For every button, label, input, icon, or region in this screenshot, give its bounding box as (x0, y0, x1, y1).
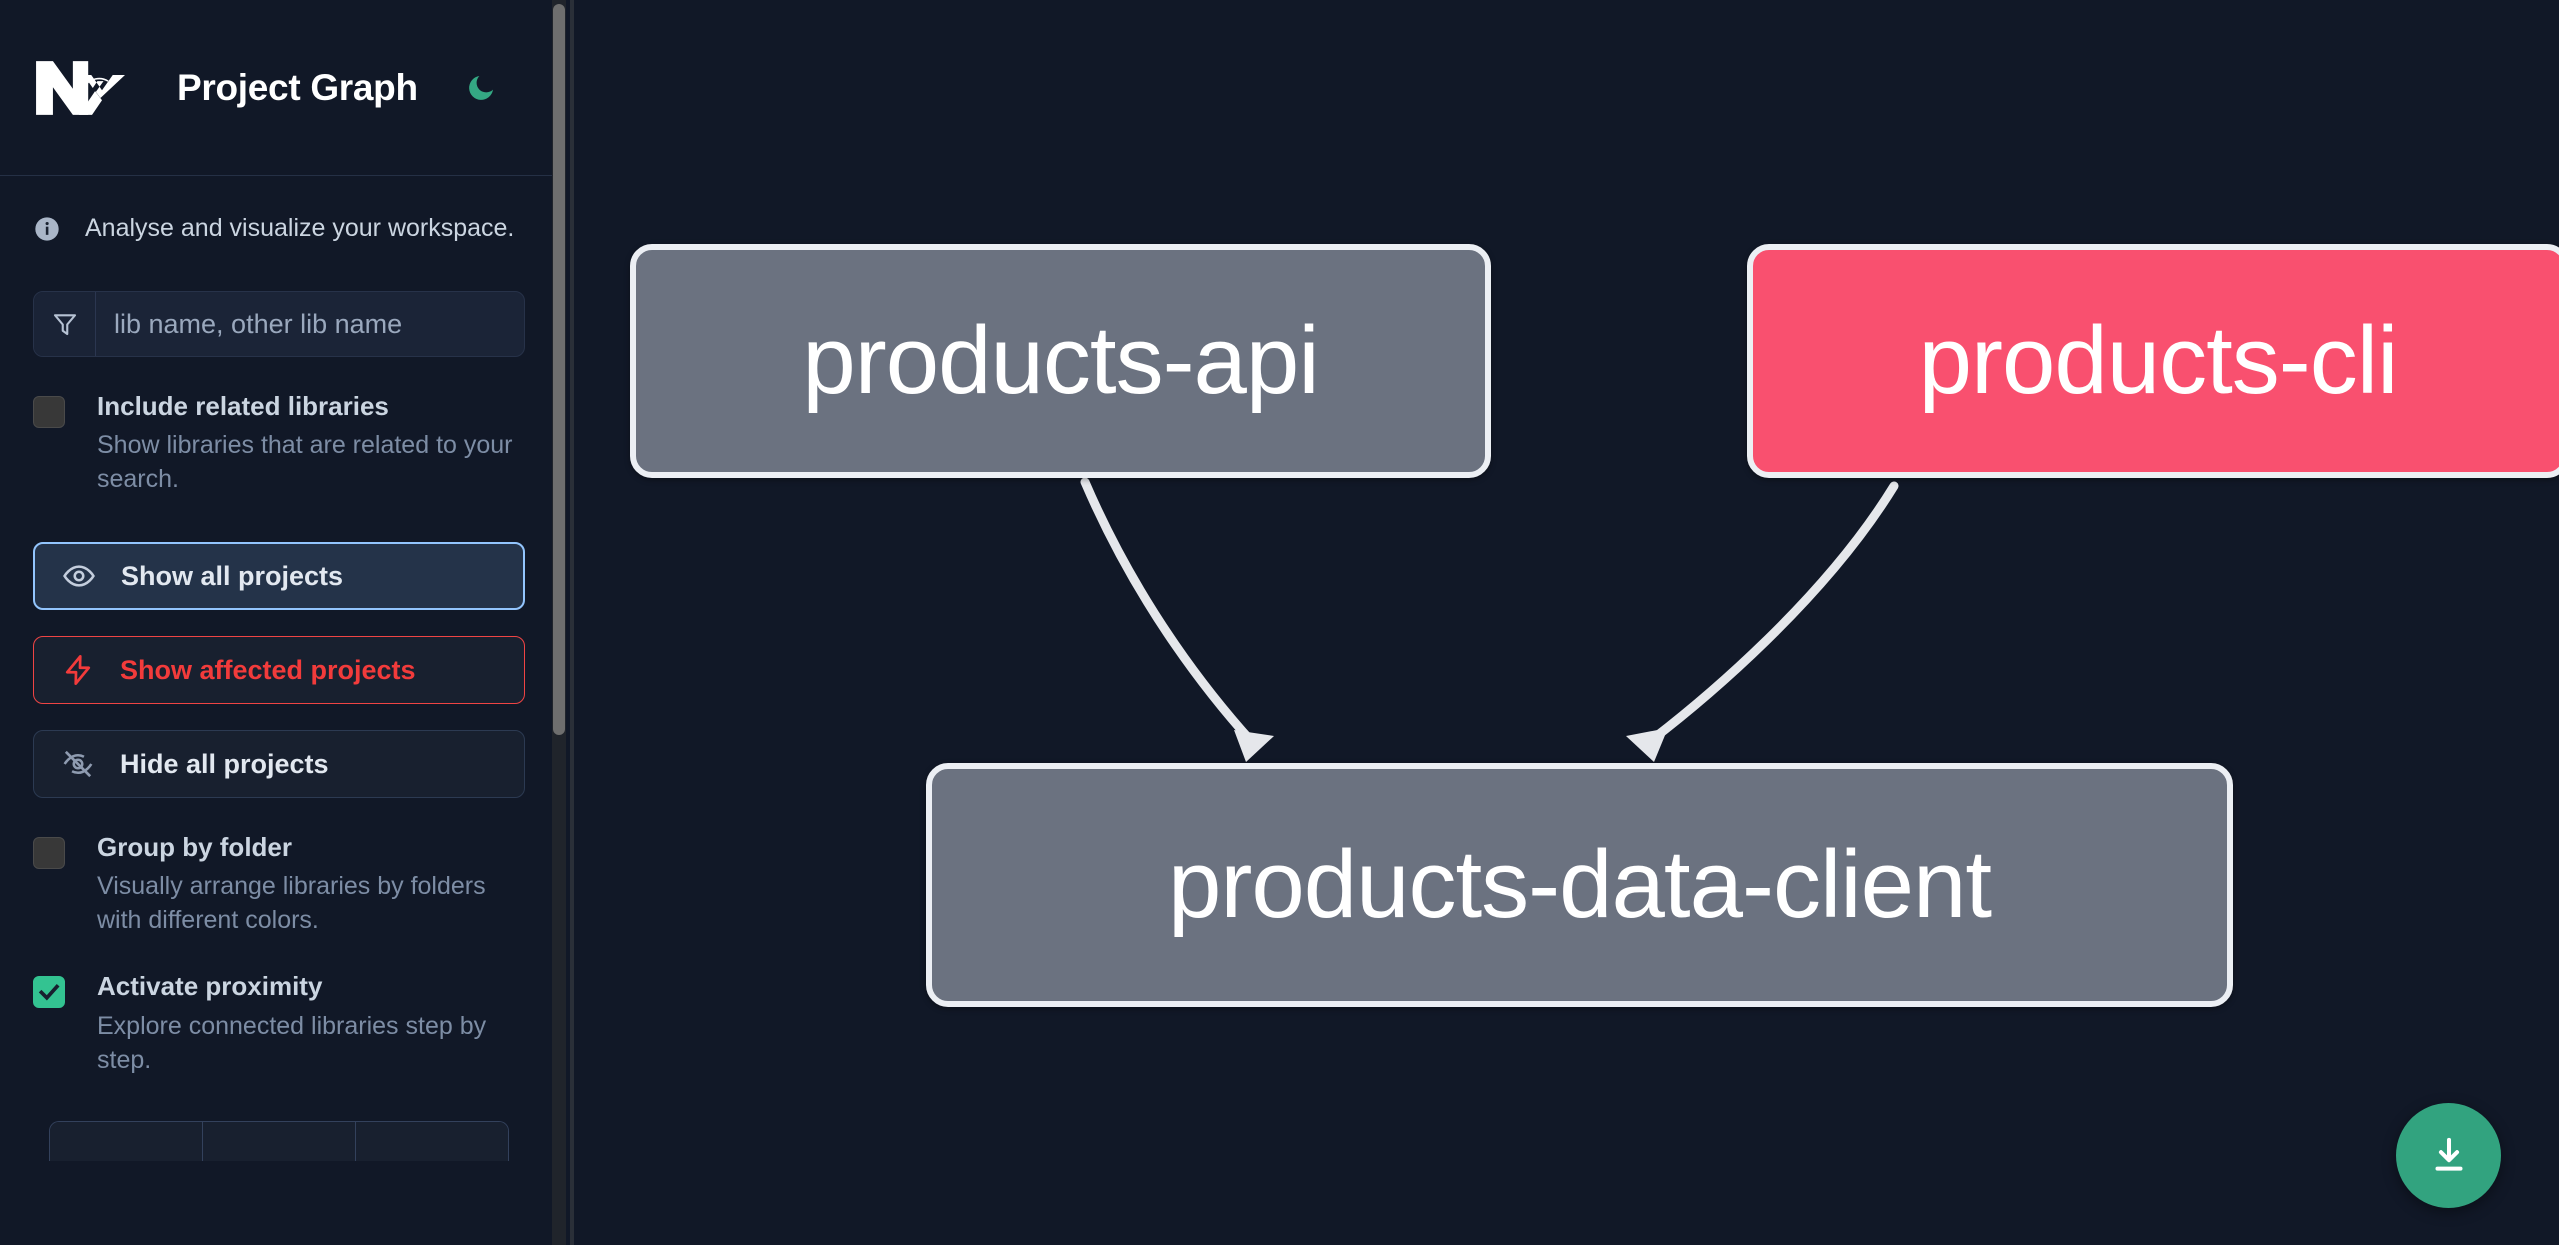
arrowhead-products-api (1234, 730, 1274, 762)
segment-2[interactable] (203, 1121, 356, 1161)
sidebar-scrollbar[interactable] (552, 0, 566, 1245)
filter-icon (34, 292, 96, 356)
search-input[interactable] (96, 292, 524, 356)
edge-products-cli-to-products-data-client (1644, 481, 1899, 747)
show-all-projects-button[interactable]: Show all projects (33, 542, 525, 611)
sidebar-divider (570, 0, 574, 1245)
option-description: Visually arrange libraries by folders wi… (97, 872, 486, 935)
download-image-button[interactable] (2396, 1103, 2501, 1208)
option-group-by-folder[interactable]: Group by folder Visually arrange librari… (33, 832, 525, 937)
option-title: Include related libraries (97, 391, 389, 421)
eye-off-icon (60, 746, 96, 782)
graph-node-label: products-cli (1918, 307, 2399, 414)
graph-canvas[interactable]: products-api products-cli products-data-… (574, 0, 2559, 1245)
option-description: Show libraries that are related to your … (97, 431, 513, 494)
graph-edges (1080, 477, 1899, 762)
graph-node-label: products-data-client (1167, 831, 1992, 938)
sidebar: Project Graph Analyse and visualize yo (0, 0, 574, 1245)
option-title: Group by folder (97, 832, 292, 863)
proximity-segmented-control (33, 1120, 525, 1161)
download-icon (2434, 1137, 2463, 1171)
activate-proximity-checkbox[interactable] (33, 976, 65, 1009)
sidebar-content: Project Graph Analyse and visualize yo (0, 0, 558, 1245)
sidebar-body: Include related libraries Show libraries… (0, 291, 558, 1161)
segment-1[interactable] (50, 1121, 203, 1161)
show-affected-projects-button[interactable]: Show affected projects (33, 636, 525, 705)
page-title: Project Graph (177, 66, 418, 108)
show-all-projects-label: Show all projects (121, 560, 344, 591)
moon-icon[interactable] (460, 67, 502, 109)
option-description: Explore connected libraries step by step… (97, 1011, 487, 1074)
graph-node-products-api[interactable]: products-api (630, 244, 1491, 478)
graph-node-products-cli[interactable]: products-cli (1747, 244, 2559, 478)
workspace-info: Analyse and visualize your workspace. (0, 176, 558, 243)
eye-icon (61, 558, 97, 594)
hide-all-projects-button[interactable]: Hide all projects (33, 730, 525, 799)
sidebar-header: Project Graph (0, 0, 558, 176)
graph-node-label: products-api (802, 307, 1319, 414)
option-activate-proximity[interactable]: Activate proximity Explore connected lib… (33, 971, 525, 1076)
info-icon (33, 215, 61, 243)
show-affected-projects-label: Show affected projects (120, 654, 416, 685)
segment-3[interactable] (356, 1121, 508, 1161)
option-include-related-libraries[interactable]: Include related libraries Show libraries… (33, 391, 525, 496)
filter-row (33, 291, 525, 357)
workspace-info-text: Analyse and visualize your workspace. (85, 214, 515, 242)
lightning-icon (60, 652, 96, 688)
hide-all-projects-label: Hide all projects (120, 748, 329, 779)
option-title: Activate proximity (97, 971, 323, 1002)
arrowhead-products-cli (1626, 728, 1668, 762)
group-by-folder-checkbox[interactable] (33, 837, 65, 870)
sidebar-scrollbar-thumb[interactable] (553, 4, 565, 735)
edge-products-api-to-products-data-client (1080, 477, 1257, 747)
visibility-buttons: Show all projects Show affected projects (33, 542, 525, 799)
graph-node-products-data-client[interactable]: products-data-client (926, 763, 2233, 1007)
include-related-libraries-checkbox[interactable] (33, 396, 65, 428)
nx-logo (33, 58, 125, 118)
